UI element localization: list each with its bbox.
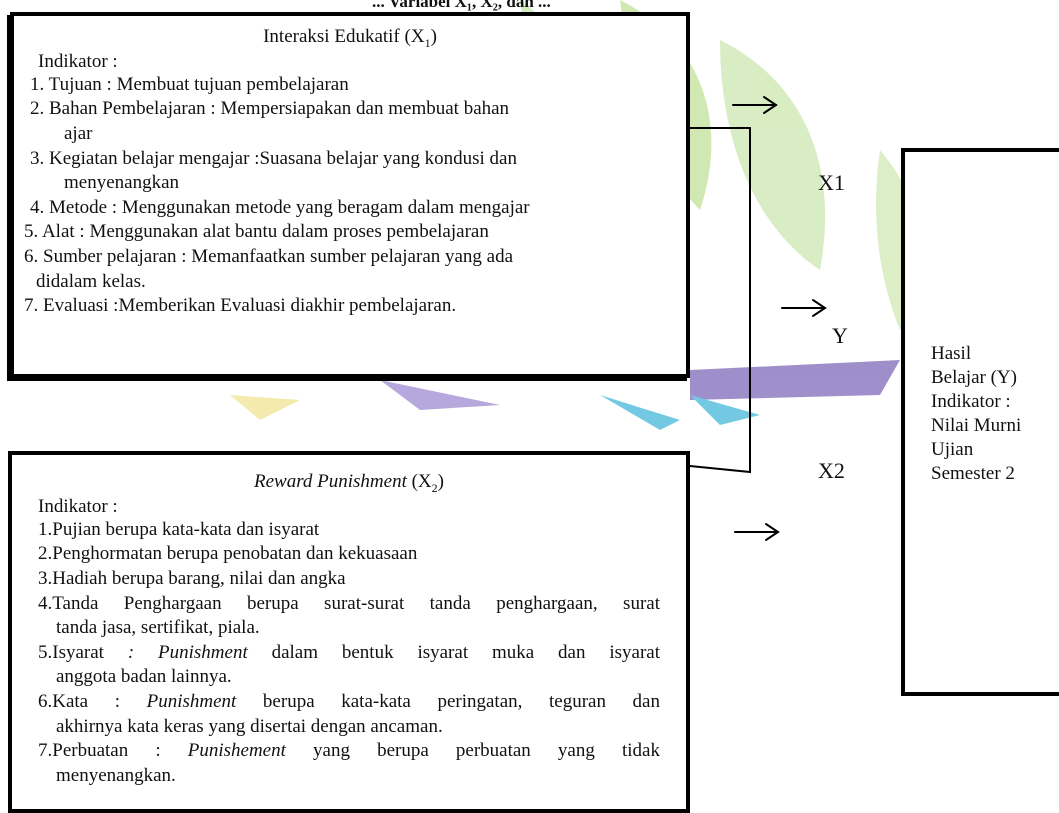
box-interaksi-edukatif: Interaksi Edukatif (X1) Indikator : 1. T… — [10, 12, 690, 378]
box-x2-title: Reward Punishment (X2) — [38, 471, 660, 496]
box-y-text: Hasil Belajar (Y) Indikator : Nilai Murn… — [931, 342, 1021, 486]
box-x1-item-5: 5. Alat : Menggunakan alat bantu dalam p… — [24, 221, 489, 243]
box-x1-item-1: 1. Tujuan : Membuat tujuan pembelajaran — [30, 73, 349, 95]
box-x1-item-6-cont: didalam kelas. — [36, 270, 146, 292]
box-reward-punishment: Reward Punishment (X2) Indikator : 1.Puj… — [8, 451, 690, 813]
box-hasil-belajar: Hasil Belajar (Y) Indikator : Nilai Murn… — [901, 148, 1059, 696]
box-x2-item-3: 3.Hadiah berupa barang, nilai dan angka — [38, 567, 346, 589]
box-x1-indicator-label: Indikator : — [38, 50, 118, 72]
box-x2-title-italic: Reward Punishment — [253, 471, 407, 492]
box-x1-title: Interaksi Edukatif (X1) — [24, 26, 676, 51]
box-x1-title-text: Interaksi Edukatif (X — [263, 26, 425, 47]
box-x2-item-6-italic: Punishment — [146, 690, 237, 712]
watermark-diamond-yellow — [230, 395, 300, 420]
box-x2-item-6-prefix: 6.Kata : — [38, 690, 147, 712]
box-x1-item-3-cont: menyenangkan — [64, 172, 180, 194]
box-x2-item-7-rest: yang berupa perbuatan yang tidak — [285, 740, 660, 762]
box-y-line-6: Semester 2 — [931, 463, 1015, 484]
box-x2-item-4-cont: tanda jasa, sertifikat, piala. — [56, 617, 260, 639]
box-x2-item-5-italic: : Punishment — [127, 641, 248, 663]
watermark-diamond-purple — [380, 380, 500, 410]
watermark-leaf-2 — [720, 40, 826, 270]
box-x1-item-6: 6. Sumber pelajaran : Memanfaatkan sumbe… — [24, 245, 514, 267]
box-x1-item-7: 7. Evaluasi :Memberikan Evaluasi diakhir… — [24, 295, 457, 317]
box-x2-item-5-prefix: 5.Isyarat — [38, 641, 128, 663]
box-y-line-4: Nilai Murni — [931, 415, 1022, 436]
box-x1-item-2: 2. Bahan Pembelajaran : Mempersiapakan d… — [30, 98, 510, 120]
box-x1-title-close: ) — [430, 26, 437, 47]
box-x2-item-6-cont: akhirnya kata keras yang disertai dengan… — [56, 715, 443, 737]
watermark-band-purple — [690, 360, 900, 400]
box-x2-item-4: 4.Tanda Penghargaan berupa surat-surat t… — [38, 592, 660, 614]
box-x2-item-7-italic: Punishement — [187, 740, 286, 762]
box-x1-item-2-cont: ajar — [64, 122, 93, 144]
label-y: Y — [832, 323, 848, 348]
box-x1-item-3: 3. Kegiatan belajar mengajar :Suasana be… — [30, 147, 517, 169]
page-header-fragment: ... Variabel X₁, X₂, dan ... — [372, 0, 551, 11]
box-x2-item-1: 1.Pujian berupa kata-kata dan isyarat — [38, 518, 320, 540]
box-x2-item-7-prefix: 7.Perbuatan : — [38, 740, 188, 762]
box-x2-item-5: 5.Isyarat : Punishment dalam bentuk isya… — [38, 641, 660, 666]
watermark-diamond-blue — [600, 395, 680, 430]
box-x2-item-6-rest: berupa kata-kata peringatan, teguran dan — [236, 690, 660, 712]
box-x1-title-sub: 1 — [424, 35, 431, 50]
bracket-line — [689, 127, 751, 474]
box-x2-item-7-cont: menyenangkan. — [56, 764, 176, 786]
box-x2-title-text: (X — [406, 471, 432, 492]
box-x2-item-7: 7.Perbuatan : Punishement yang berupa pe… — [38, 739, 660, 764]
box-x2-title-sub: 2 — [431, 480, 438, 495]
box-x2-item-5-rest: dalam bentuk isyarat muka dan isyarat — [247, 641, 660, 663]
box-x1-item-4: 4. Metode : Menggunakan metode yang bera… — [30, 196, 530, 218]
watermark-diamond-blue-2 — [690, 395, 760, 425]
label-x1: X1 — [818, 170, 845, 195]
box-y-line-1: Hasil — [931, 343, 972, 364]
box-y-line-5: Ujian — [931, 439, 974, 460]
label-x2: X2 — [818, 458, 845, 483]
box-x2-item-6: 6.Kata : Punishment berupa kata-kata per… — [38, 690, 660, 715]
box-y-line-2: Belajar (Y) — [931, 367, 1017, 388]
box-x2-indicator-label: Indikator : — [38, 495, 118, 517]
box-y-line-3: Indikator : — [931, 391, 1011, 412]
box-x2-item-2: 2.Penghormatan berupa penobatan dan keku… — [38, 543, 418, 565]
box-x2-item-5-cont: anggota badan lainnya. — [56, 666, 232, 688]
box-x2-title-close: ) — [437, 471, 444, 492]
